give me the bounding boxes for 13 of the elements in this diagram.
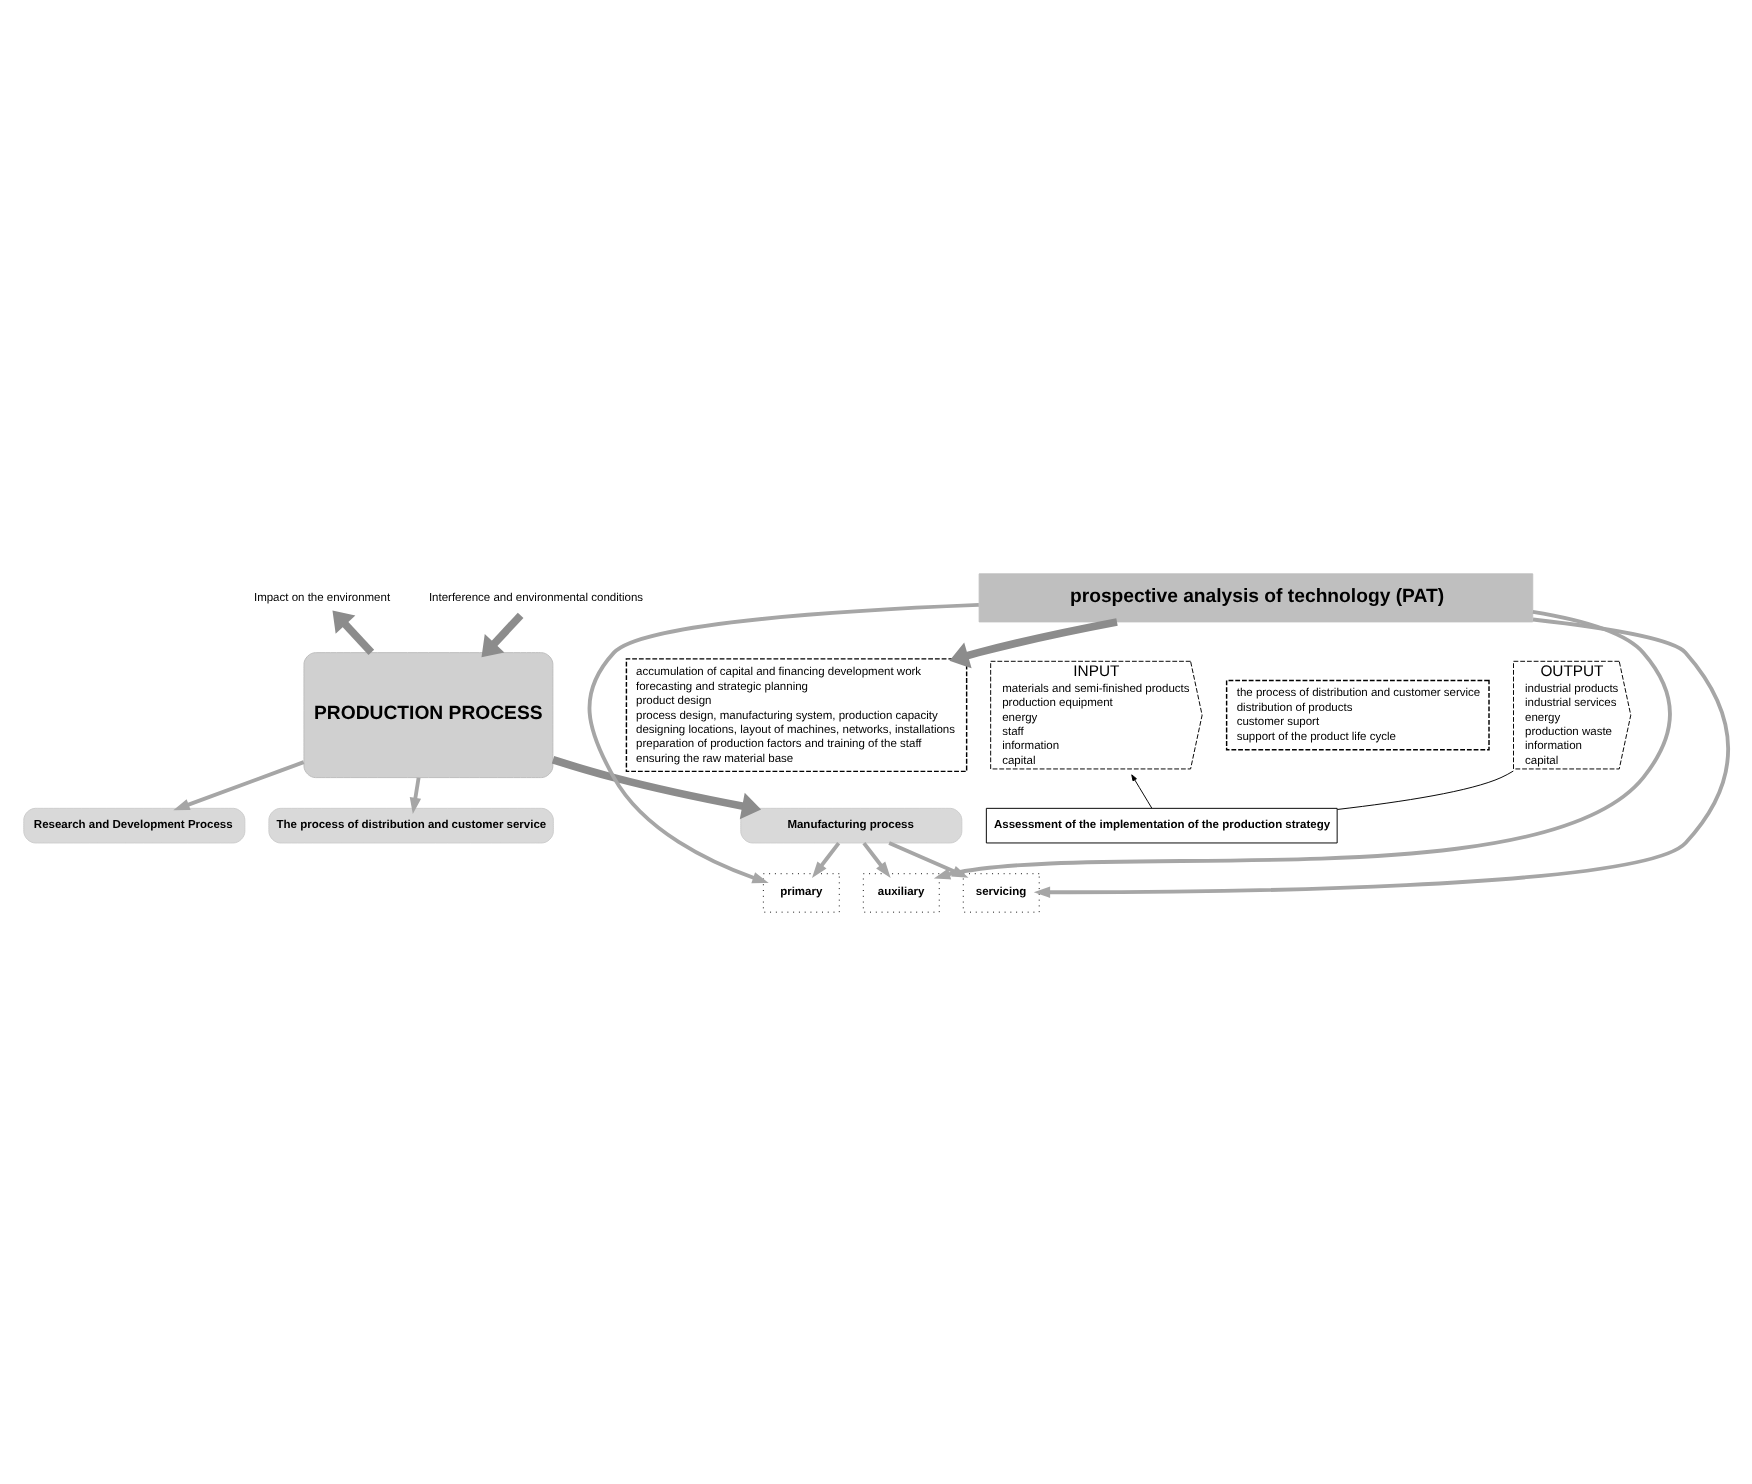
arrow: [1131, 773, 1153, 808]
arrow: [862, 840, 891, 877]
arrow: [332, 609, 375, 654]
arrow: [481, 611, 524, 657]
node-box: prospective analysis of technology (PAT): [978, 572, 1534, 622]
arrow: [1033, 616, 1730, 897]
node-box: PRODUCTION PROCESS: [303, 651, 554, 778]
arrow: [587, 602, 979, 883]
arrow: [812, 840, 841, 877]
arrow: [173, 759, 305, 810]
arrow: [409, 776, 422, 814]
arrow: [551, 755, 762, 819]
connector: [1336, 769, 1514, 809]
